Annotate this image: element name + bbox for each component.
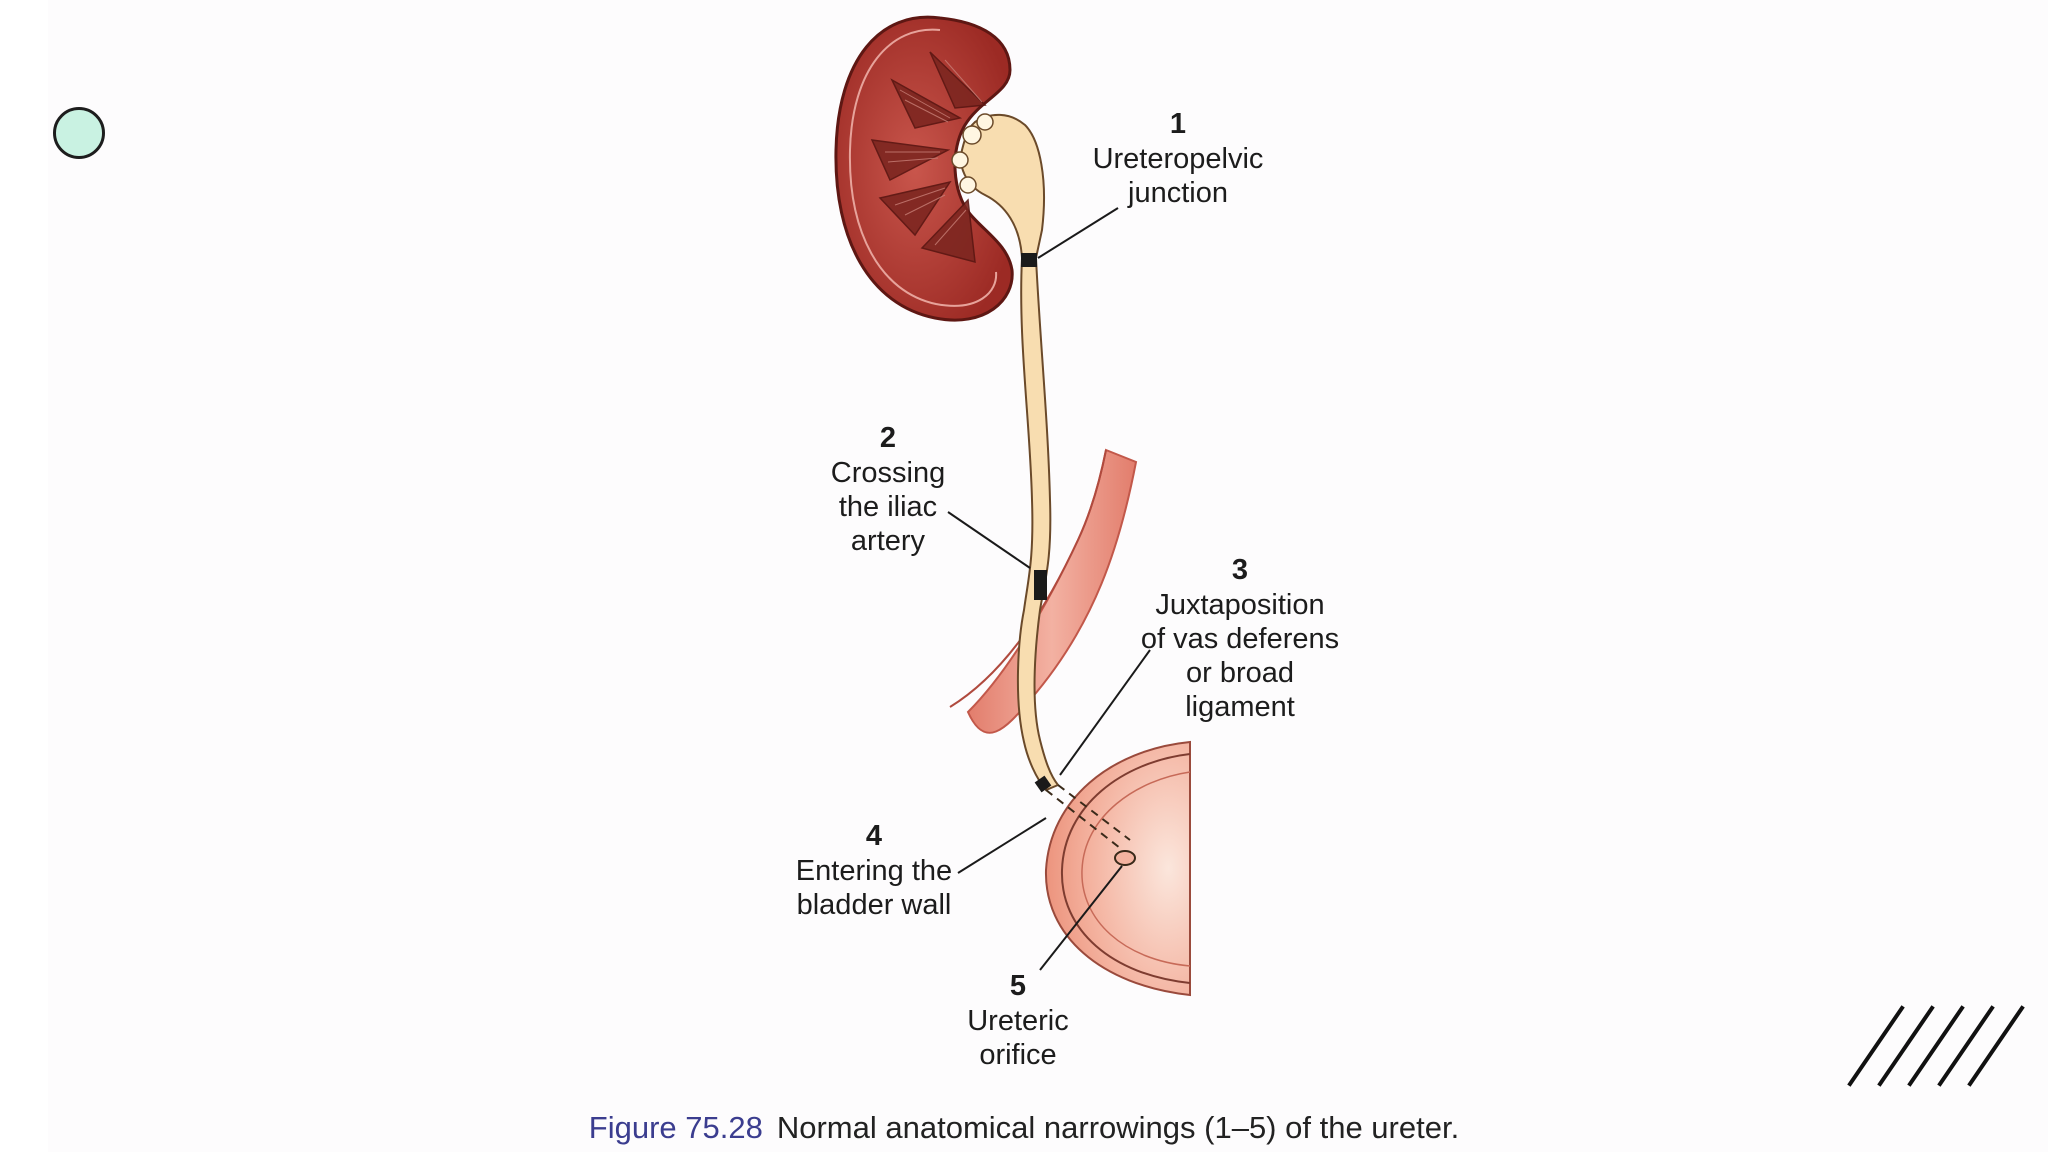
label-entering-bladder-wall: 4 Entering the bladder wall [774,818,974,922]
bladder [1046,742,1190,995]
label-ureteropelvic-junction: 1 Ureteropelvic junction [1078,106,1278,210]
narrowing-2-mark [1034,570,1047,600]
label-number: 4 [774,818,974,854]
label-crossing-iliac-artery: 2 Crossing the iliac artery [798,420,978,558]
label-text: Ureteric orifice [938,1004,1098,1072]
label-number: 5 [938,968,1098,1004]
label-number: 2 [798,420,978,456]
figure-number: Figure 75.28 [589,1110,763,1145]
ureter [1018,258,1058,790]
label-text: Juxtaposition of vas deferens or broad l… [1130,588,1350,724]
label-number: 1 [1078,106,1278,142]
label-text: Ureteropelvic junction [1078,142,1278,210]
narrowing-1-mark [1021,253,1037,267]
caption-text: Normal anatomical narrowings (1–5) of th… [777,1110,1459,1145]
figure-caption: Figure 75.28 Normal anatomical narrowings… [0,1110,2048,1146]
label-juxtaposition-vas-deferens: 3 Juxtaposition of vas deferens or broad… [1130,552,1350,724]
label-number: 3 [1130,552,1350,588]
label-text: Crossing the iliac artery [798,456,978,558]
label-ureteric-orifice: 5 Ureteric orifice [938,968,1098,1072]
label-text: Entering the bladder wall [774,854,974,922]
